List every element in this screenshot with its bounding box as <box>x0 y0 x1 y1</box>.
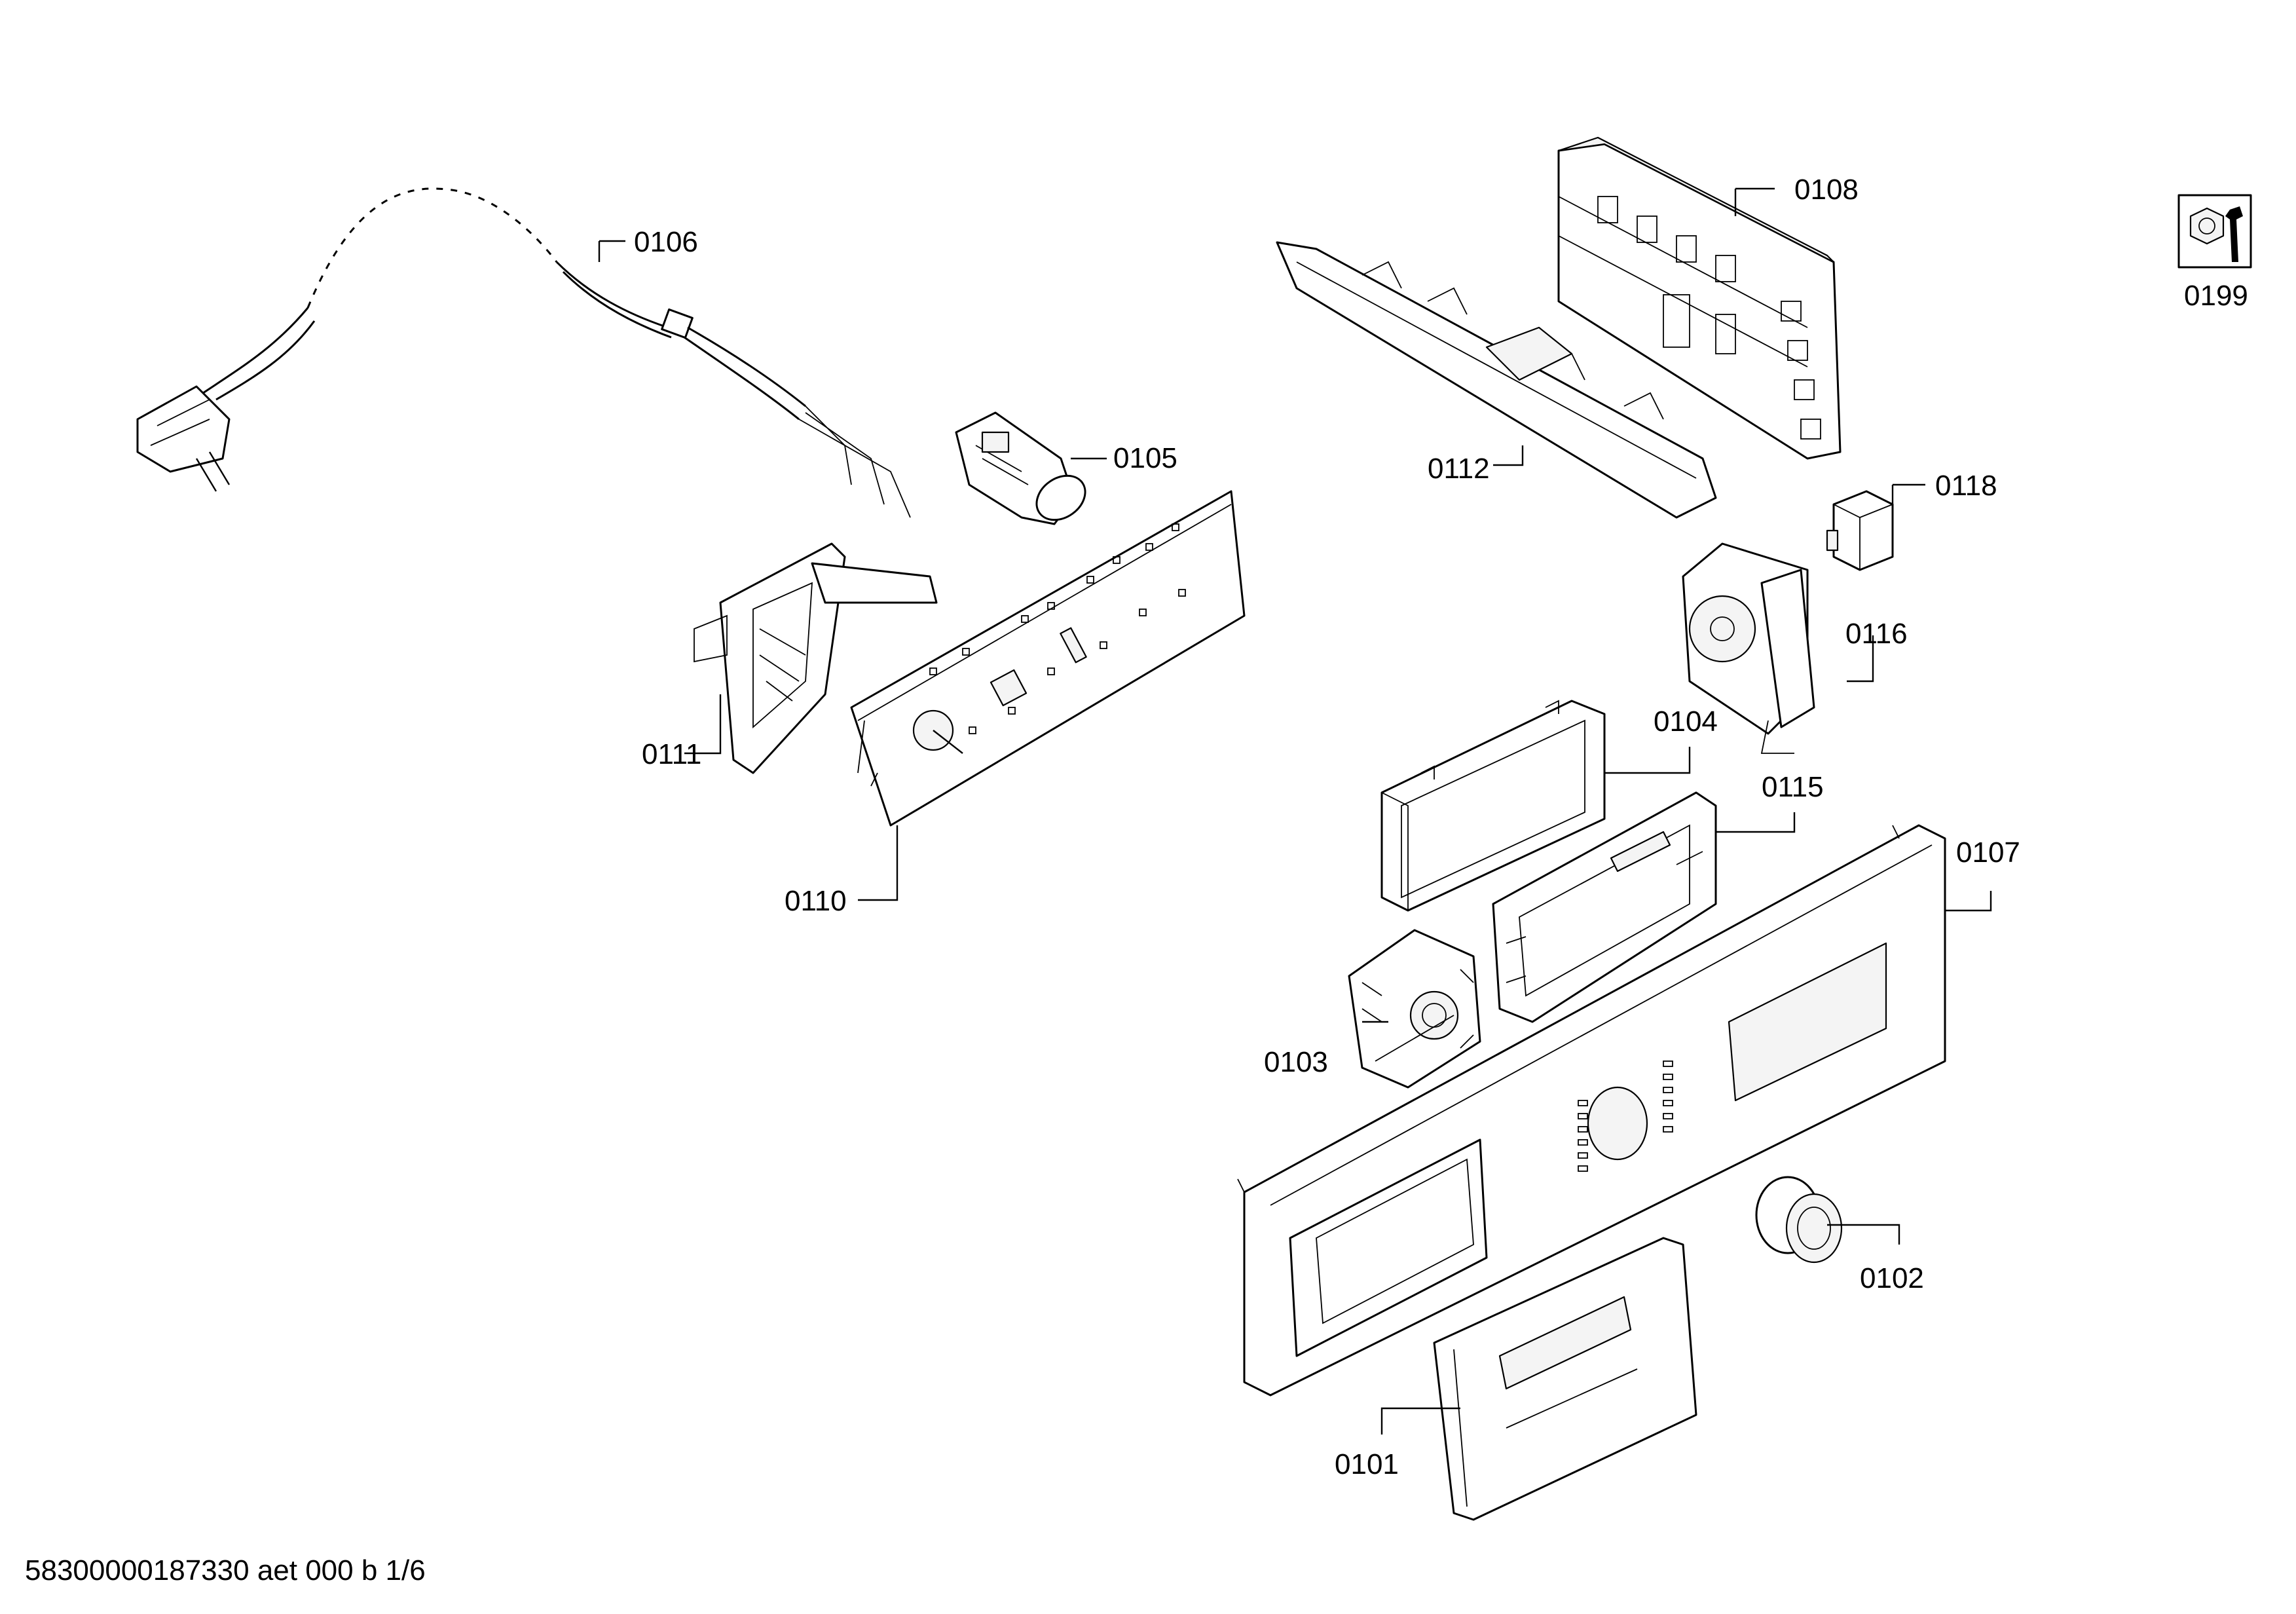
wrench-nut-icon <box>2177 194 2252 269</box>
part-0101-dispenser-handle <box>1433 1237 1697 1521</box>
callout-0111: 0111 <box>642 738 701 770</box>
callout-0199: 0199 <box>2184 280 2248 312</box>
callout-0101: 0101 <box>1335 1448 1399 1480</box>
callout-0103: 0103 <box>1264 1046 1328 1078</box>
part-0118-switch <box>1826 490 1894 571</box>
callout-0116: 0116 <box>1845 618 1908 650</box>
callout-0110: 0110 <box>785 885 847 917</box>
callout-0112: 0112 <box>1428 453 1490 485</box>
callout-0118: 0118 <box>1935 470 1997 502</box>
part-0112-holder <box>1276 241 1717 519</box>
callout-0108: 0108 <box>1794 174 1859 206</box>
part-0102-knob <box>1755 1176 1843 1264</box>
callout-0102: 0102 <box>1860 1262 1924 1294</box>
callout-0105: 0105 <box>1113 442 1177 474</box>
callout-0104: 0104 <box>1654 705 1718 738</box>
callout-0107: 0107 <box>1956 836 2020 869</box>
part-0116-fan-housing <box>1682 542 1815 754</box>
part-0110-control-board <box>850 490 1246 827</box>
callout-0106: 0106 <box>634 226 698 258</box>
callout-0115: 0115 <box>1762 771 1824 803</box>
part-0105-filter <box>955 411 1086 525</box>
part-0107-fascia-panel <box>1237 824 1946 1397</box>
part-0104-display-frame <box>1380 700 1606 912</box>
document-footer: 58300000187330 aet 000 b 1/6 <box>25 1554 426 1586</box>
part-0115-display-holder <box>1492 791 1717 1023</box>
leader-lines <box>598 187 1992 1435</box>
part-0108-electronic-module <box>1557 136 1842 460</box>
part-0103-knob-module <box>1348 929 1481 1089</box>
part-0106-power-cable <box>136 187 911 518</box>
callout-labels: 0106 0105 0111 0110 0112 0108 0118 0116 … <box>634 174 2248 1480</box>
part-0111-bracket <box>694 542 938 774</box>
